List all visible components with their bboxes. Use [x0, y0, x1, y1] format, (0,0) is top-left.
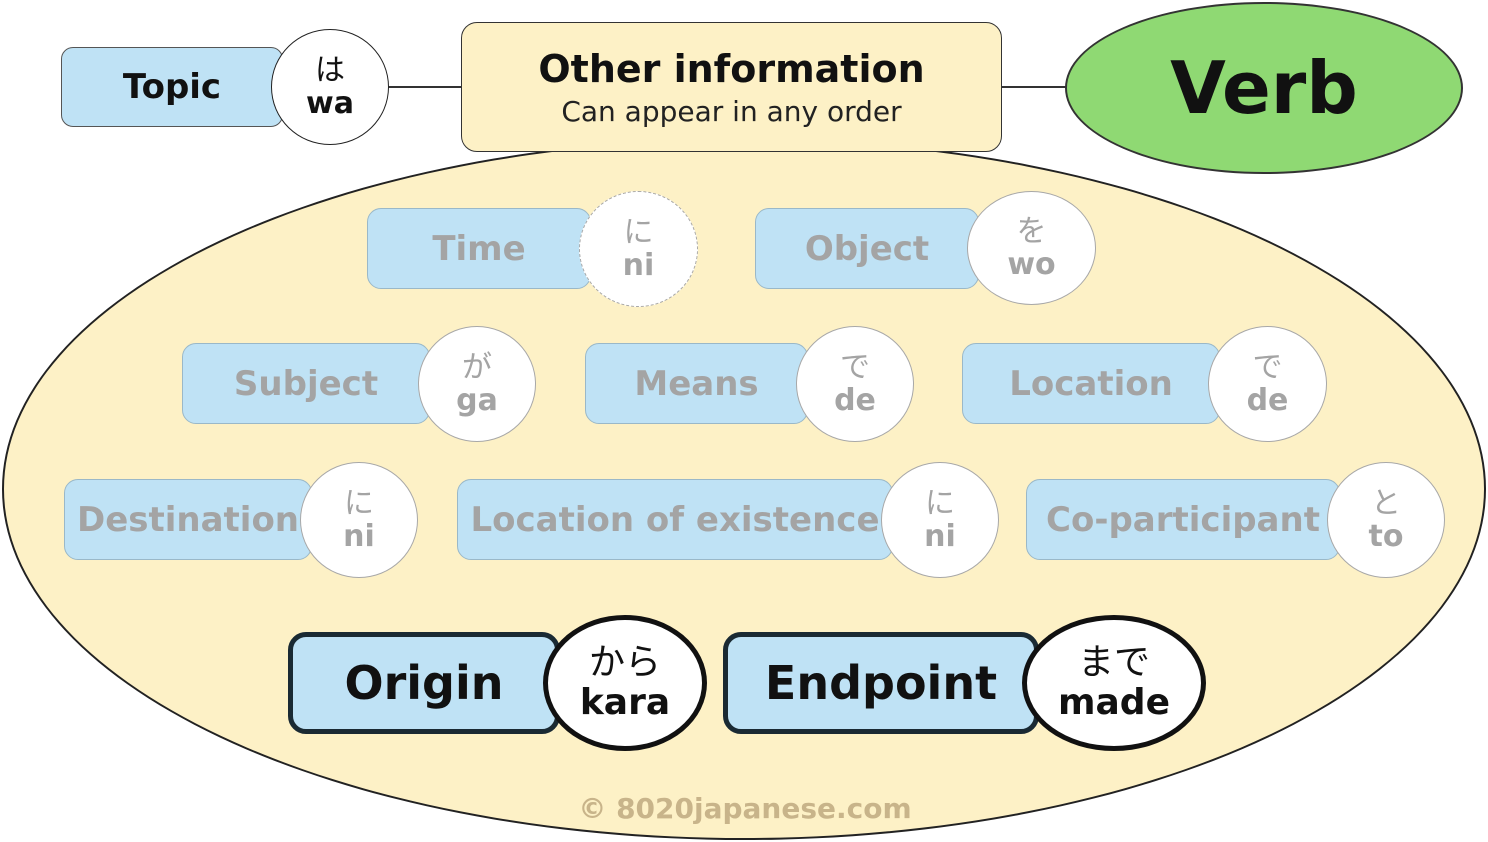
endpoint-label: Endpoint: [764, 656, 998, 710]
verb-label: Verb: [1170, 46, 1358, 130]
origin-label: Origin: [344, 656, 504, 710]
means-particle-romaji: de: [834, 383, 876, 418]
copyright-credit: © 8020japanese.com: [578, 792, 912, 825]
destination-particle-romaji: ni: [343, 519, 375, 554]
verb-ellipse: Verb: [1065, 2, 1463, 174]
object-box: Object: [755, 208, 979, 289]
co-participant-particle-kana: と: [1371, 486, 1401, 521]
object-particle-circle: を wo: [967, 191, 1096, 305]
co-participant-particle-romaji: to: [1368, 519, 1404, 554]
means-particle-circle: で de: [796, 326, 914, 442]
subject-particle-romaji: ga: [456, 383, 498, 418]
destination-box: Destination: [64, 479, 312, 560]
means-box: Means: [585, 343, 808, 424]
origin-particle-circle: から kara: [543, 615, 707, 751]
location-of-existence-box: Location of existence: [457, 479, 893, 560]
location-box: Location: [962, 343, 1220, 424]
topic-box: Topic: [61, 47, 283, 127]
topic-particle-circle: は wa: [271, 29, 389, 145]
location-of-existence-particle-kana: に: [925, 486, 955, 521]
means-particle-kana: で: [840, 350, 870, 385]
endpoint-particle-romaji: made: [1058, 682, 1170, 723]
other-information-subtitle: Can appear in any order: [561, 94, 902, 128]
origin-box: Origin: [288, 632, 560, 734]
location-of-existence-particle-circle: に ni: [881, 462, 999, 578]
destination-particle-circle: に ni: [300, 462, 418, 578]
location-of-existence-label: Location of existence: [470, 499, 880, 540]
topic-label: Topic: [122, 67, 222, 107]
location-particle-romaji: de: [1246, 383, 1289, 418]
time-box: Time: [367, 208, 591, 289]
co-participant-particle-circle: と to: [1327, 462, 1445, 578]
location-particle-circle: で de: [1208, 326, 1327, 442]
time-particle-circle: に ni: [579, 191, 698, 307]
endpoint-particle-circle: まで made: [1022, 615, 1206, 751]
topic-particle-kana: は: [315, 53, 345, 88]
co-participant-label: Co-participant: [1046, 499, 1320, 540]
location-label: Location: [1009, 363, 1173, 404]
time-particle-kana: に: [623, 215, 654, 250]
object-label: Object: [804, 228, 930, 269]
location-of-existence-particle-romaji: ni: [924, 519, 956, 554]
object-particle-kana: を: [1016, 214, 1047, 249]
origin-particle-kana: から: [588, 642, 661, 684]
subject-particle-circle: が ga: [418, 326, 536, 442]
verb-connector-line: [1002, 86, 1066, 88]
subject-particle-kana: が: [462, 350, 492, 385]
origin-particle-romaji: kara: [579, 682, 671, 723]
topic-connector-line: [388, 86, 462, 88]
destination-label: Destination: [76, 499, 300, 540]
co-participant-box: Co-participant: [1026, 479, 1340, 560]
object-particle-romaji: wo: [1007, 247, 1056, 282]
subject-box: Subject: [182, 343, 430, 424]
time-particle-romaji: ni: [622, 248, 655, 283]
subject-label: Subject: [233, 363, 379, 404]
endpoint-particle-kana: まで: [1077, 642, 1150, 684]
topic-particle-romaji: wa: [306, 86, 354, 121]
destination-particle-kana: に: [344, 486, 374, 521]
time-label: Time: [432, 228, 526, 269]
means-label: Means: [634, 363, 759, 404]
other-information-title: Other information: [538, 46, 925, 91]
endpoint-box: Endpoint: [723, 632, 1039, 734]
other-information-box: Other information Can appear in any orde…: [461, 22, 1002, 152]
location-particle-kana: で: [1252, 350, 1283, 385]
